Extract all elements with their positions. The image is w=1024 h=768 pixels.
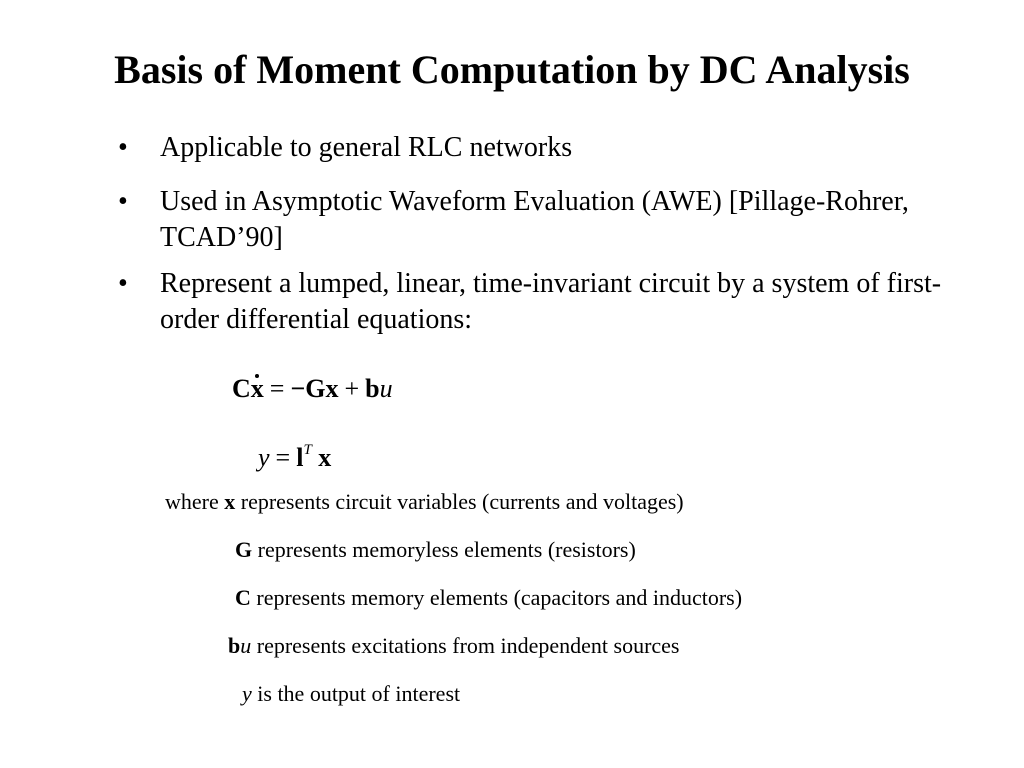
bullet-marker: • [118, 186, 128, 217]
eq-symbol-b: b [365, 374, 380, 403]
definition-symbol: x [224, 489, 236, 514]
definition-bu: bu represents excitations from independe… [228, 632, 680, 660]
eq-equals: = [275, 443, 291, 472]
definition-y: y is the output of interest [242, 680, 460, 708]
bullet-text: Applicable to general RLC networks [160, 132, 573, 163]
definition-G: G represents memoryless elements (resist… [235, 536, 636, 564]
definition-symbol-b: b [228, 633, 241, 658]
eq-symbol-l: l [296, 443, 304, 472]
definition-symbol: C [235, 585, 251, 610]
definition-text: represents memory elements (capacitors a… [250, 585, 743, 610]
definition-text: represents circuit variables (currents a… [235, 489, 684, 514]
definition-text: represents excitations from independent … [251, 633, 680, 658]
bullet-marker: • [118, 132, 128, 163]
definition-prefix: where [165, 489, 225, 514]
eq-superscript-T: T [303, 442, 312, 458]
definition-C: C represents memory elements (capacitors… [235, 584, 742, 612]
bullet-marker: • [118, 268, 128, 299]
bullet-list: • Applicable to general RLC networks • U… [114, 130, 994, 338]
eq-plus: + [344, 374, 360, 403]
eq-symbol-C: C [232, 374, 251, 403]
definition-text: is the output of interest [251, 681, 461, 706]
bullet-item-1: • Applicable to general RLC networks [114, 130, 994, 166]
eq-equals: = [269, 374, 285, 403]
bullet-item-3: • Represent a lumped, linear, time-invar… [114, 266, 994, 338]
bullet-text: Used in Asymptotic Waveform Evaluation (… [160, 186, 909, 253]
definition-x: where x represents circuit variables (cu… [165, 488, 684, 516]
definition-text: represents memoryless elements (resistor… [252, 537, 636, 562]
eq-symbol-x-dot: x [250, 374, 264, 403]
output-equation: y=lT x [258, 434, 331, 474]
definition-symbol: G [235, 537, 253, 562]
bullet-item-2: • Used in Asymptotic Waveform Evaluation… [114, 184, 994, 256]
bullet-text: Represent a lumped, linear, time-invaria… [160, 268, 942, 335]
eq-symbol-u: u [379, 374, 393, 403]
definition-symbol-u: u [240, 633, 252, 658]
state-equation: Cx=−Gx+bu [232, 373, 393, 405]
eq-symbol-x: x [325, 374, 339, 403]
slide-title: Basis of Moment Computation by DC Analys… [114, 47, 910, 92]
eq-symbol-x: x [318, 443, 332, 472]
eq-symbol-minus-G: −G [290, 374, 326, 403]
eq-symbol-y: y [258, 443, 270, 472]
definition-symbol: y [242, 681, 252, 706]
